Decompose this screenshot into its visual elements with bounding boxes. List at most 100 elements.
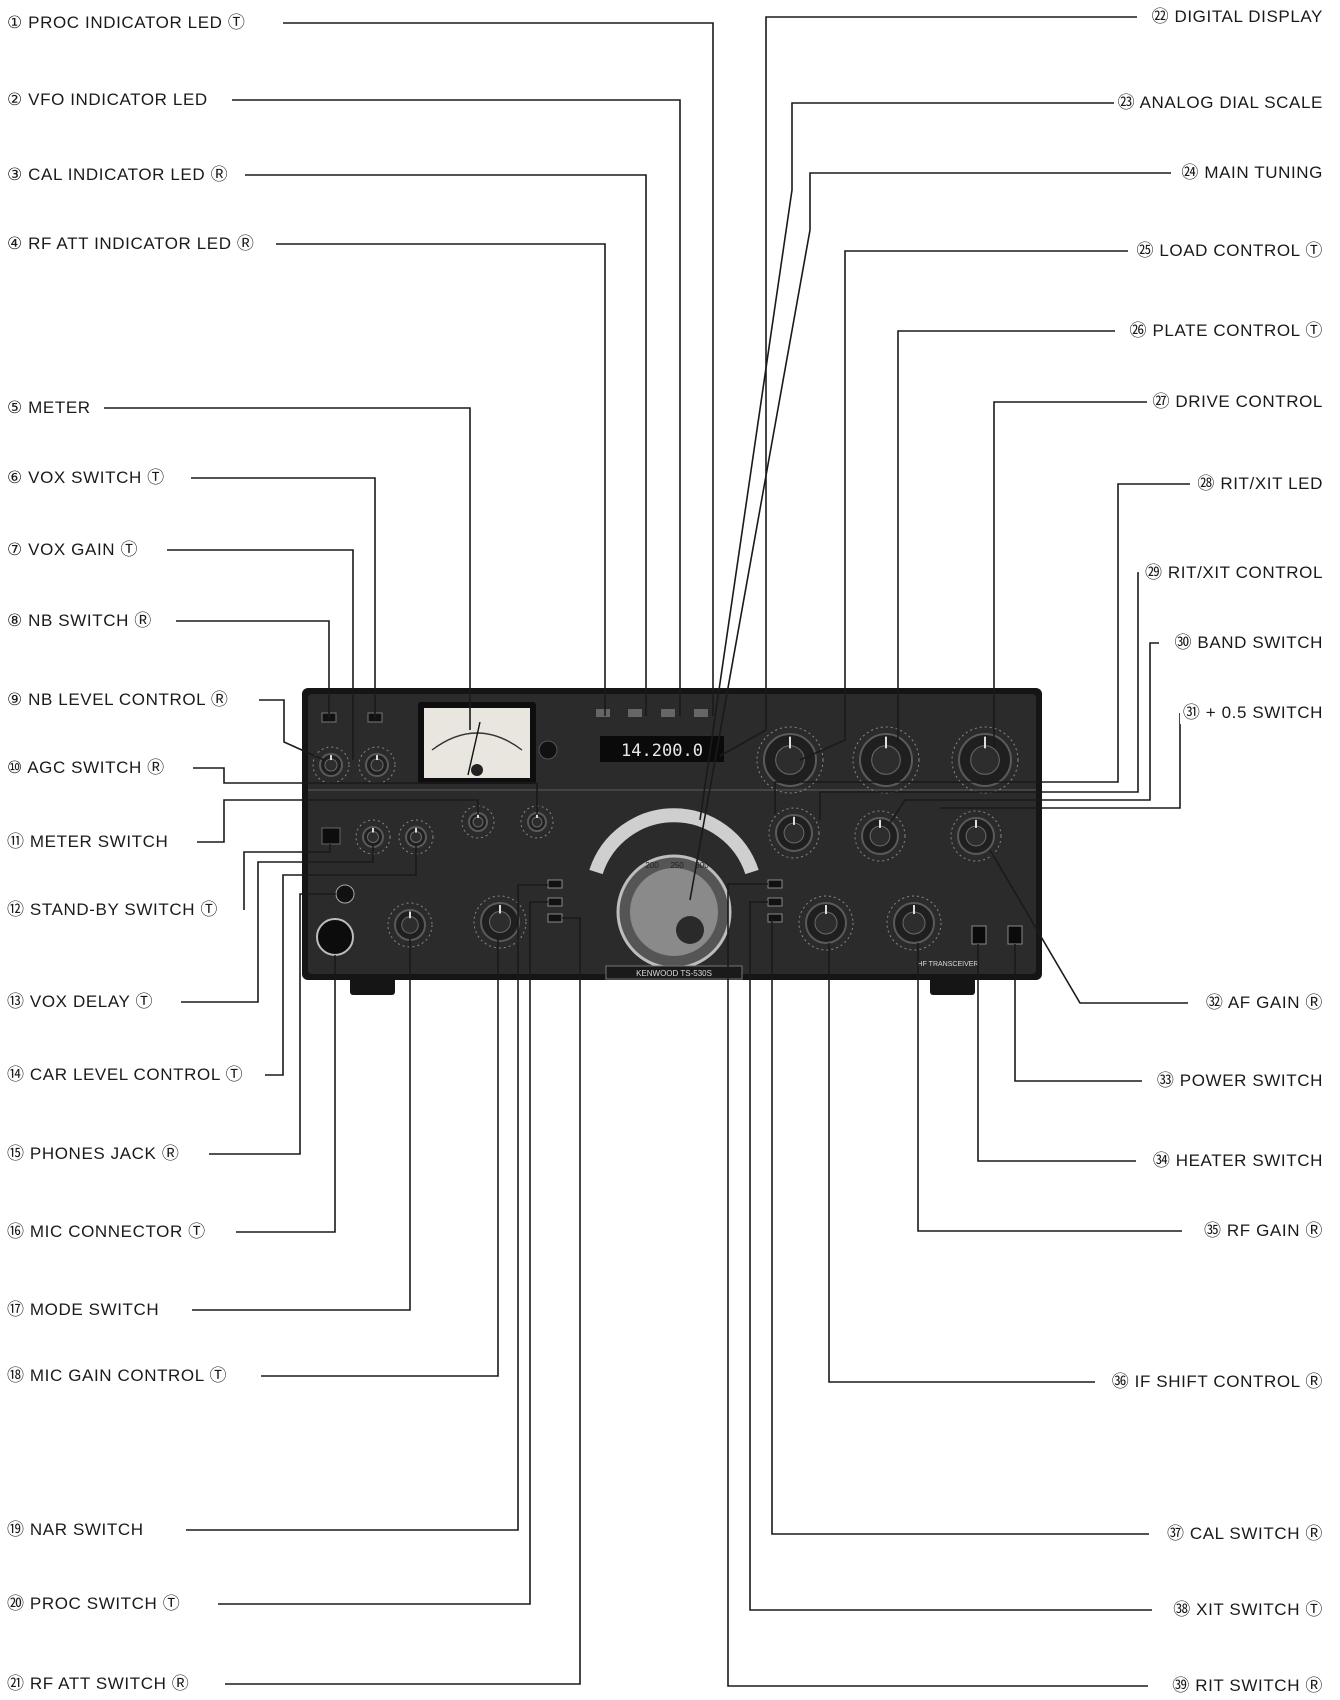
indicator-led-2 — [628, 709, 642, 717]
leader-line-20 — [218, 901, 548, 1605]
callout-label-3: ③ CAL INDICATOR LED Ⓡ — [4, 164, 232, 186]
main-tuning-finger-dimple — [676, 916, 704, 944]
callout-label-24: ㉔ MAIN TUNING — [1178, 162, 1326, 184]
meter-pivot — [471, 764, 483, 776]
callout-label-14: ⑭ CAR LEVEL CONTROL Ⓣ — [4, 1064, 247, 1086]
callout-label-25: ㉕ LOAD CONTROL Ⓣ — [1133, 240, 1326, 262]
leader-line-11 — [197, 799, 479, 843]
leader-line-15 — [209, 893, 336, 1155]
right-push-switch-1 — [767, 897, 783, 907]
leader-line-16 — [236, 955, 336, 1233]
leader-line-7 — [167, 549, 354, 760]
callout-label-11: ⑪ METER SWITCH — [4, 831, 172, 853]
subtitle-text: HF TRANSCEIVER — [918, 961, 979, 968]
top-button — [538, 740, 558, 760]
leader-line-24 — [689, 172, 1171, 901]
callout-label-35: ㉟ RF GAIN Ⓡ — [1201, 1220, 1326, 1242]
leader-line-6 — [191, 477, 376, 718]
callout-label-1: ① PROC INDICATOR LED Ⓣ — [4, 12, 249, 34]
callout-label-30: ㉚ BAND SWITCH — [1171, 632, 1326, 654]
load-knob — [756, 726, 824, 794]
analog-dial-scale — [589, 808, 759, 875]
right-push-switch-2 — [767, 913, 783, 923]
left-push-switch-1 — [547, 897, 563, 907]
leader-line-14 — [265, 845, 417, 1076]
leader-line-8 — [176, 620, 330, 718]
right-push-switch-0 — [767, 879, 783, 889]
leader-line-4 — [276, 243, 606, 716]
leader-line-37 — [771, 918, 1149, 1535]
leader-line-27 — [993, 401, 1147, 748]
callout-label-18: ⑱ MIC GAIN CONTROL Ⓣ — [4, 1365, 231, 1387]
callout-label-22: ㉒ DIGITAL DISPLAY — [1148, 6, 1326, 28]
leader-line-19 — [186, 884, 548, 1531]
callout-label-13: ⑬ VOX DELAY Ⓣ — [4, 991, 157, 1013]
brand-text: KENWOOD TS-530S — [636, 969, 712, 978]
callout-label-29: ㉙ RIT/XIT CONTROL — [1141, 562, 1326, 584]
leader-line-32 — [989, 849, 1188, 1004]
panel-foot-right — [930, 975, 975, 995]
callout-label-28: ㉘ RIT/XIT LED — [1194, 473, 1326, 495]
left-push-switch-0 — [547, 879, 563, 889]
mic-connector — [316, 918, 354, 956]
leader-line-5 — [104, 407, 471, 730]
callout-label-17: ⑰ MODE SWITCH — [4, 1299, 163, 1321]
leader-line-23 — [699, 102, 1114, 821]
callout-label-23: ㉓ ANALOG DIAL SCALE — [1114, 92, 1326, 114]
leader-line-31 — [940, 713, 1181, 809]
leader-line-1 — [283, 22, 714, 716]
display-window — [600, 736, 724, 762]
indicator-led-4 — [694, 709, 708, 717]
callout-label-27: ㉗ DRIVE CONTROL — [1149, 391, 1326, 413]
leader-line-21 — [225, 917, 581, 1685]
leader-line-36 — [828, 943, 1095, 1383]
leader-line-39 — [727, 883, 1148, 1687]
callout-label-32: ㉜ AF GAIN Ⓡ — [1202, 992, 1326, 1014]
plate-knob — [852, 726, 920, 794]
callout-label-26: ㉖ PLATE CONTROL Ⓣ — [1126, 320, 1326, 342]
leader-line-3 — [245, 174, 647, 716]
leader-line-18 — [261, 939, 499, 1377]
rf-gain-knob — [886, 895, 942, 951]
leader-line-28 — [774, 483, 1190, 814]
leader-line-2 — [232, 99, 681, 716]
panel-foot-left — [350, 975, 395, 995]
callout-label-10: ⑩ AGC SWITCH Ⓡ — [4, 757, 168, 779]
callout-label-37: ㊲ CAL SWITCH Ⓡ — [1163, 1523, 1326, 1545]
indicator-led-3 — [661, 709, 675, 717]
callout-label-38: ㊳ XIT SWITCH Ⓣ — [1170, 1599, 1326, 1621]
leader-line-12 — [243, 844, 331, 910]
meter-switch-knob — [461, 805, 495, 839]
rit-xit-knob — [768, 807, 820, 859]
leader-line-17 — [192, 938, 411, 1311]
leader-line-29 — [819, 572, 1139, 820]
callout-label-6: ⑥ VOX SWITCH Ⓣ — [4, 467, 168, 489]
leader-line-26 — [897, 330, 1115, 742]
callout-label-9: ⑨ NB LEVEL CONTROL Ⓡ — [4, 689, 232, 711]
callout-label-12: ⑫ STAND-BY SWITCH Ⓣ — [4, 899, 222, 921]
callout-label-20: ⑳ PROC SWITCH Ⓣ — [4, 1593, 184, 1615]
vox-delay-knob — [355, 819, 391, 855]
indicator-led-1 — [596, 709, 610, 717]
if-shift-knob — [798, 895, 854, 951]
callout-label-39: ㊴ RIT SWITCH Ⓡ — [1169, 1675, 1326, 1697]
vox-gain-knob — [358, 746, 396, 784]
standby-switch — [321, 827, 341, 845]
left-push-switch-2 — [547, 913, 563, 923]
leader-line-34 — [977, 944, 1136, 1162]
brand-plate — [605, 965, 743, 980]
callout-label-31: ㉛ + 0.5 SWITCH — [1179, 702, 1326, 724]
callout-label-5: ⑤ METER — [4, 397, 94, 419]
digital-display-readout: 14.200.0 — [621, 741, 703, 761]
dial-number: 200 — [645, 861, 659, 870]
leader-line-38 — [749, 901, 1152, 1611]
leader-lines — [104, 16, 1190, 1687]
callout-label-8: ⑧ NB SWITCH Ⓡ — [4, 610, 155, 632]
callout-label-36: ㊱ IF SHIFT CONTROL Ⓡ — [1108, 1371, 1326, 1393]
band-knob — [854, 810, 906, 862]
leader-line-10 — [193, 767, 538, 815]
heater-switch — [971, 925, 987, 945]
leader-line-13 — [181, 845, 374, 1003]
